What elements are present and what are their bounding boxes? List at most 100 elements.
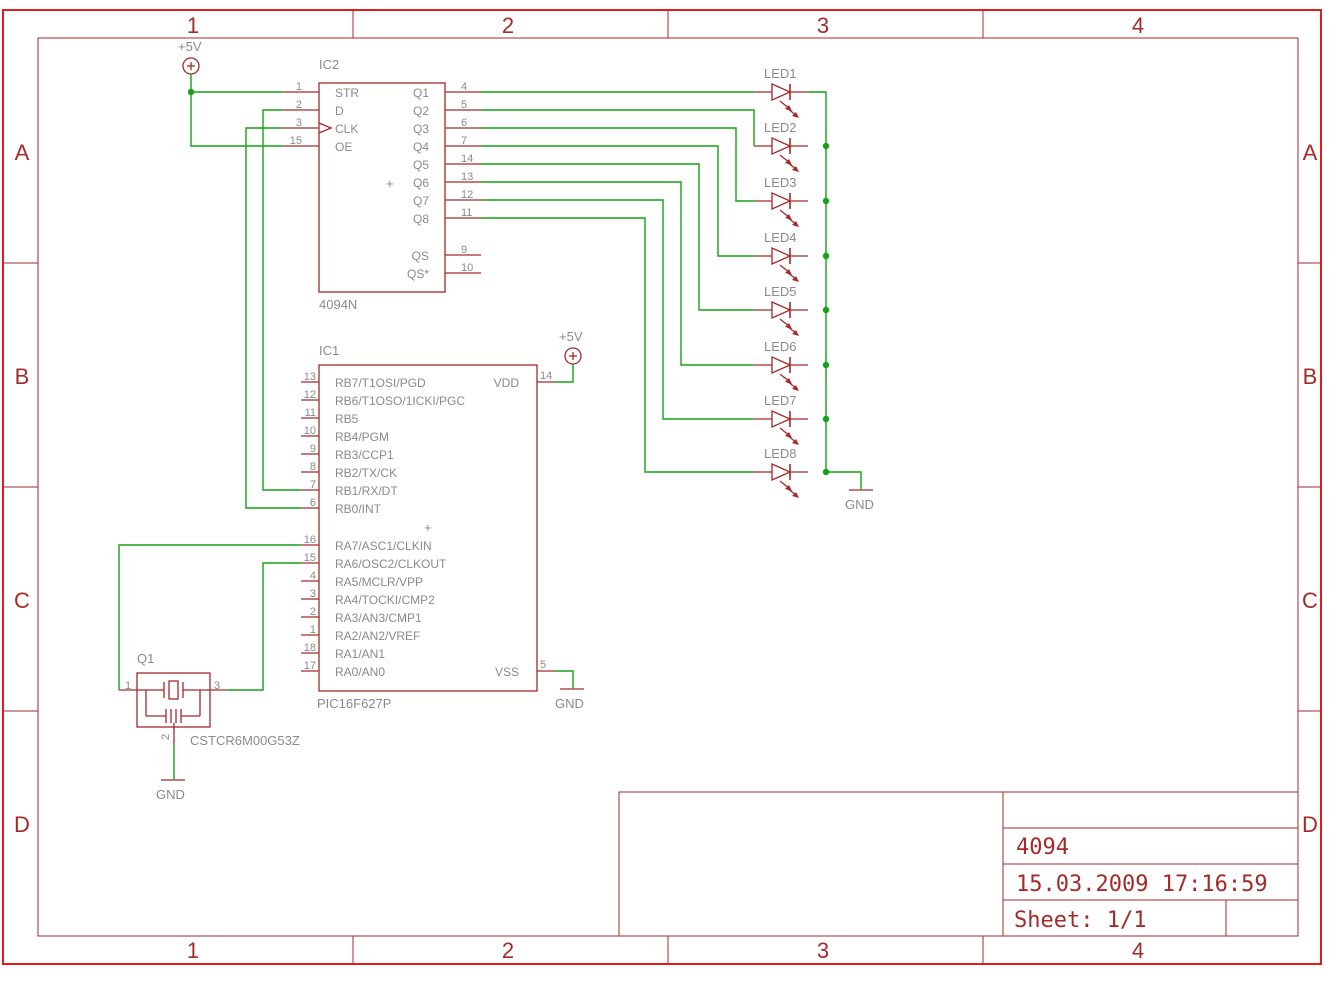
wire-q3-led3 [481,127,754,202]
wire-q6-led6 [481,181,754,366]
ic1-pin-label: RA6/OSC2/CLKOUT [335,557,447,571]
ic1-pin-label: RB6/T1OSO/1ICKI/PGC [335,394,465,408]
junction-dot [822,415,830,423]
wire-q7-led7 [481,199,754,420]
ic2-pin-label: Q8 [413,212,429,226]
inner-frame [37,37,1299,937]
ic2-pin-number: 6 [461,117,467,129]
wire-q8-led8 [481,217,754,473]
light-arrow-icon [785,105,792,111]
wire-q4-led4 [481,145,754,257]
ic1-pin-number: 15 [304,552,316,564]
row-label: B [1303,364,1318,389]
ic1-pin-label: VDD [494,376,520,390]
row-label: C [14,588,30,613]
wire-vcc-oe [190,74,283,147]
col-label: 3 [817,13,829,38]
light-arrow-icon [785,214,792,220]
col-label: 4 [1132,938,1144,963]
gnd-supply-ic1: GND [555,688,584,711]
ic1-pin-label: RB5 [335,412,359,426]
ic1-pin-number: 17 [304,660,316,672]
ic1-pin-label: RB3/CCP1 [335,448,394,462]
title-date: 15.03.2009 17:16:59 [1016,872,1268,897]
junction-dot [822,252,830,260]
ic2-pin-number: 7 [461,135,467,147]
ic1-pin-number: 7 [310,479,316,491]
ic2-pin-label: CLK [335,122,358,136]
ic2-pin-label: Q4 [413,140,429,154]
wire-q5-led5 [481,163,754,311]
ic2-pin-number: 12 [461,189,473,201]
ic1-pin-label: RB4/PGM [335,430,389,444]
row-label: D [1302,812,1318,837]
row-label: D [14,812,30,837]
title-sheet: Sheet: 1/1 [1014,908,1146,933]
ic1-name: IC1 [319,343,339,358]
led-label: LED4 [764,230,797,245]
ic1-pin-label: RB2/TX/CK [335,466,397,480]
row-labels-right: A B C D [1302,140,1318,837]
gnd-label: GND [156,787,185,802]
ic1-pin-number: 1 [310,624,316,636]
ic2-name: IC2 [319,57,339,72]
junctions [187,88,830,476]
ic2-pin-number: 13 [461,171,473,183]
row-label: A [1303,140,1318,165]
ic2-pin-label: Q6 [413,176,429,190]
diode-icon [771,355,792,375]
led-label: LED8 [764,446,797,461]
ic2-pin-number: 15 [290,135,302,147]
led-label: LED5 [764,284,797,299]
ic2-pin-number: 2 [296,99,302,111]
wire-d-rb1 [262,109,301,491]
light-arrow-icon [792,276,799,282]
ic2-pin-label: D [335,104,344,118]
ic1-pin-number: 2 [310,606,316,618]
ic2-pin-label: Q3 [413,122,429,136]
light-arrow-icon [785,432,792,438]
ic2-pin-label: QS* [407,267,429,281]
ic1-pin-label: RA3/AN3/CMP1 [335,611,422,625]
ic1-microcontroller: IC1 PIC16F627P + RB7/T1OSI/PGD 13 RB6/T [301,343,555,711]
wire-clkin [118,544,301,690]
q1-name: Q1 [137,651,154,666]
column-labels-top: 1 2 3 4 [187,13,1144,38]
ic1-pin-label: RA4/TOCKI/CMP2 [335,593,435,607]
led-label: LED3 [764,175,797,190]
gnd-supply-leds: GND [845,489,874,512]
crystal-icon [119,680,227,745]
diode-icon [771,409,792,429]
vcc-supply-ic1: +5V [559,329,583,365]
ic2-pin-number: 14 [461,153,473,165]
q1-pin-number: 2 [160,734,172,740]
light-arrow-icon [792,385,799,391]
col-label: 3 [817,938,829,963]
light-arrow-icon [792,221,799,227]
ic1-pin-number: 9 [310,443,316,455]
ic1-pin-number: 12 [304,389,316,401]
light-arrow-icon [785,323,792,329]
column-labels-bottom: 1 2 3 4 [187,938,1144,963]
ic1-pin-number: 16 [304,534,316,546]
diode-icon [771,246,792,266]
diode-icon [771,191,792,211]
ic1-pin-number: 18 [304,642,316,654]
junction-dot [187,88,195,96]
ic1-pin-label: RA1/AN1 [335,647,385,661]
light-arrow-icon [792,166,799,172]
col-label: 2 [502,938,514,963]
ic1-body [318,364,538,692]
vcc-label: +5V [559,329,583,344]
title-name: 4094 [1016,835,1069,860]
wires [118,74,862,780]
ic2-pin-number: 3 [296,117,302,129]
light-arrow-icon [785,269,792,275]
led-label: LED2 [764,120,797,135]
ic2-shift-register: IC2 4094N + STR 1 D 2 CLK 3 OE 15 [283,57,481,312]
vcc-supply-ic2: +5V [178,39,202,75]
diode-icon [771,462,792,482]
led-5: LED5 [754,284,808,336]
junction-dot [822,142,830,150]
